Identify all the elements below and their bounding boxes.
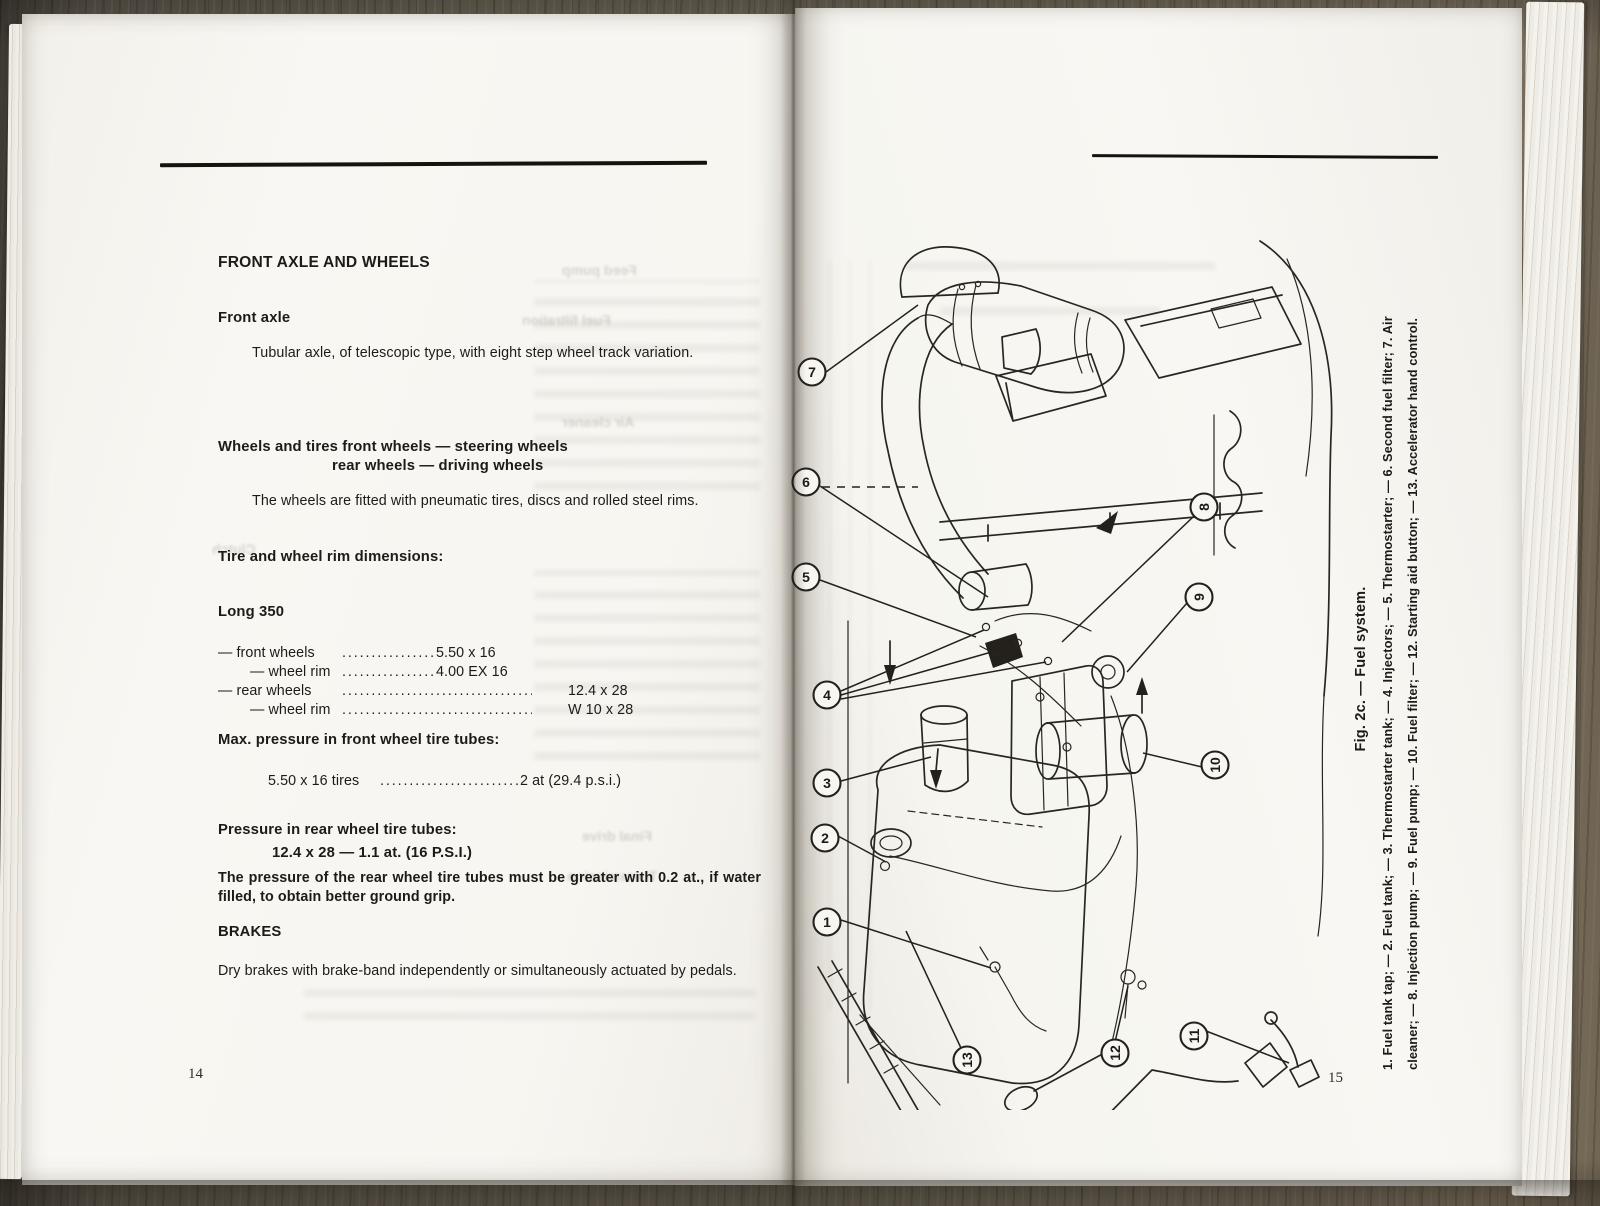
spec-row-front-rim: — wheel rim ............................… <box>218 663 761 682</box>
rear-pressure-heading: Pressure in rear wheel tire tubes: <box>218 822 457 838</box>
svg-text:7: 7 <box>808 364 816 380</box>
wheels-paragraph: The wheels are fitted with pneumatic tir… <box>252 493 699 509</box>
engine-block <box>847 240 1333 1084</box>
figure-caption: Fig. 2c. — Fuel system. 1. Fuel tank tap… <box>1348 268 1425 1070</box>
svg-text:6: 6 <box>802 474 810 490</box>
callout-12 <box>1100 1038 1130 1068</box>
brakes-heading: BRAKES <box>218 924 282 940</box>
callout-2 <box>810 823 840 853</box>
header-rule-left <box>159 160 708 168</box>
brakes-paragraph: Dry brakes with brake-band independently… <box>218 963 737 979</box>
right-page: 7 6 5 4 3 2 1 8 9 10 11 12 13 Fig. 2c. —… <box>791 8 1522 1186</box>
model-heading: Long 350 <box>218 604 285 620</box>
svg-text:11: 11 <box>1186 1028 1202 1043</box>
spec-label: — wheel rim <box>250 702 331 718</box>
front-axle-paragraph: Tubular axle, of telescopic type, with e… <box>252 345 694 361</box>
wheels-heading: Wheels and tires front wheels — steering… <box>218 438 761 476</box>
header-rule-right <box>1091 154 1439 159</box>
wheels-heading-line1: Wheels and tires front wheels — steering… <box>218 439 568 455</box>
svg-text:8: 8 <box>1196 503 1212 511</box>
spec-row-rear-wheels: — rear wheels ..........................… <box>218 682 761 701</box>
leader-dots: ........................................… <box>380 773 520 789</box>
page-number-left: 14 <box>188 1066 203 1082</box>
front-pressure-row: 5.50 x 16 tires ........................… <box>218 772 761 791</box>
spec-value: W 10 x 28 <box>568 702 634 718</box>
figure-caption-legend-line2: cleaner; — 8. Injection pump; — 9. Fuel … <box>1405 317 1420 1070</box>
callouts: 7 6 5 4 3 2 1 8 9 10 11 12 13 <box>791 357 1230 1075</box>
spec-table: — front wheels .........................… <box>218 644 761 720</box>
leader-dots: ........................................… <box>342 683 532 699</box>
callout-11 <box>1179 1021 1209 1051</box>
fuel-system-diagram: 7 6 5 4 3 2 1 8 9 10 11 12 13 <box>791 240 1333 1110</box>
figure-caption-legend-line1: 1. Fuel tank tap; — 2. Fuel tank; — 3. T… <box>1380 316 1395 1070</box>
callout-leaders <box>819 304 1290 1064</box>
callout-3 <box>812 768 842 798</box>
bleedthrough-word: Air cleaner <box>562 414 635 430</box>
controls <box>817 960 1320 1110</box>
svg-text:12: 12 <box>1107 1045 1123 1061</box>
wheels-heading-line2: rear wheels — driving wheels <box>332 458 544 474</box>
rear-pressure-value: 12.4 x 28 — 1.1 at. (16 P.S.I.) <box>272 845 473 861</box>
svg-text:1: 1 <box>823 914 831 930</box>
svg-text:2: 2 <box>821 830 829 846</box>
spec-value: 12.4 x 28 <box>568 683 628 699</box>
callout-8 <box>1189 492 1219 522</box>
callout-9 <box>1184 582 1214 612</box>
callout-10 <box>1200 750 1230 780</box>
spec-label: — front wheels <box>218 645 315 661</box>
left-page: Feed pump Fuel filtration Air cleaner Cl… <box>22 14 795 1185</box>
svg-text:5: 5 <box>802 569 810 585</box>
front-axle-heading: Front axle <box>218 310 291 326</box>
spec-value: 4.00 EX 16 <box>436 664 508 680</box>
fuel-components <box>889 563 1148 1047</box>
fuel-tank <box>862 744 1091 1085</box>
spec-row-front-wheels: — front wheels .........................… <box>218 644 761 663</box>
svg-text:3: 3 <box>823 775 831 791</box>
page-stack-edge-right <box>1511 1 1585 1197</box>
svg-text:13: 13 <box>959 1052 975 1068</box>
tire-dimensions-heading: Tire and wheel rim dimensions: <box>218 549 444 565</box>
svg-text:9: 9 <box>1191 593 1207 601</box>
page-number-right: 15 <box>1328 1070 1343 1086</box>
flow-arrows <box>884 511 1148 789</box>
pressure-value: 2 at (29.4 p.s.i.) <box>520 773 622 789</box>
svg-text:4: 4 <box>823 687 831 703</box>
leader-dots: ........................................… <box>342 645 436 661</box>
rear-pressure-note: The pressure of the rear wheel tire tube… <box>218 870 761 905</box>
pressure-label: 5.50 x 16 tires <box>268 773 360 789</box>
intake-hose <box>881 314 989 599</box>
svg-text:10: 10 <box>1207 757 1223 773</box>
spec-row-rear-rim: — wheel rim ............................… <box>218 701 761 720</box>
leader-dots: ........................................… <box>342 664 436 680</box>
spec-label: — wheel rim <box>250 664 331 680</box>
figure-caption-title: Fig. 2c. — Fuel system. <box>1353 586 1369 752</box>
section-title: FRONT AXLE AND WHEELS <box>218 254 430 271</box>
leader-dots: ........................................… <box>342 702 532 718</box>
front-pressure-heading: Max. pressure in front wheel tire tubes: <box>218 732 500 748</box>
callout-13 <box>952 1045 982 1075</box>
spec-label: — rear wheels <box>218 683 312 699</box>
spec-value: 5.50 x 16 <box>436 645 496 661</box>
callout-1 <box>812 907 842 937</box>
bleedthrough-paragraph-blur <box>304 976 756 1020</box>
air-cleaner <box>899 246 1125 422</box>
callout-4 <box>812 680 842 710</box>
